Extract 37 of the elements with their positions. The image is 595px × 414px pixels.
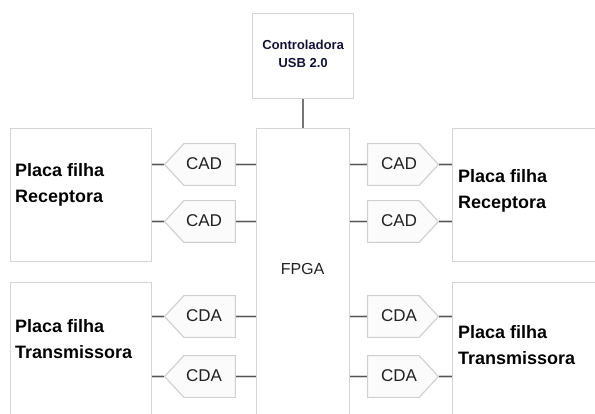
controller-box <box>252 13 354 99</box>
connector-line <box>302 99 304 128</box>
connector-line <box>236 376 256 378</box>
node-label: CAD <box>381 211 417 231</box>
board-box <box>452 282 595 414</box>
fpga-box <box>256 128 350 414</box>
board-box <box>10 128 152 262</box>
connector-line <box>350 220 367 222</box>
board-box <box>10 282 152 414</box>
connector-line <box>236 164 256 166</box>
connector-line <box>439 164 452 166</box>
connector-line <box>439 220 452 222</box>
connector-line <box>439 316 452 318</box>
node-label: Placa filha Receptora <box>458 165 548 214</box>
node-label: CDA <box>186 306 222 326</box>
node-label: Placa filha Receptora <box>15 159 106 208</box>
board-box <box>452 128 595 262</box>
connector-line <box>152 164 164 166</box>
connector-line <box>350 376 367 378</box>
connector-line <box>439 376 452 378</box>
node-label: Placa filha Transmissora <box>15 315 134 364</box>
node-label: Placa filha Transmissora <box>458 321 576 370</box>
node-label: CAD <box>186 211 222 231</box>
connector-line <box>152 376 164 378</box>
node-label: Controladora USB 2.0 <box>261 36 345 72</box>
node-label: CDA <box>381 306 417 326</box>
connector-line <box>350 316 367 318</box>
connector-line <box>152 220 164 222</box>
node-label: CDA <box>186 366 222 386</box>
node-label: CAD <box>186 154 222 174</box>
node-label: FPGA <box>280 261 326 279</box>
connector-line <box>236 316 256 318</box>
connector-line <box>236 220 256 222</box>
connector-line <box>152 316 164 318</box>
node-label: CAD <box>381 154 417 174</box>
connector-line <box>350 164 367 166</box>
node-label: CDA <box>381 366 417 386</box>
